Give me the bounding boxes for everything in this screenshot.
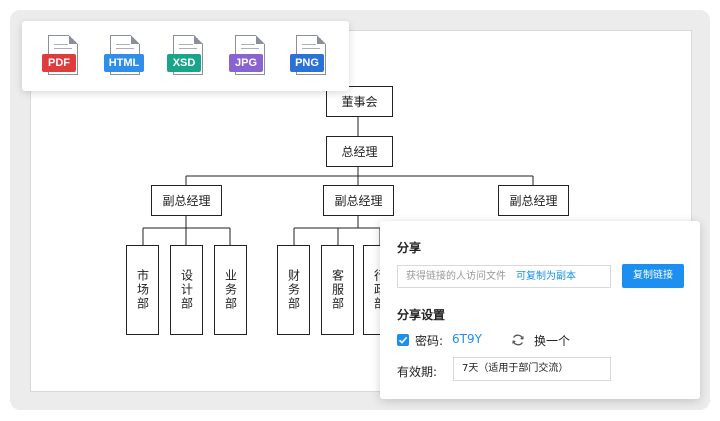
change-password-button[interactable]: 换一个 xyxy=(534,334,571,348)
share-link-placeholder: 获得链接的人访问文件 xyxy=(406,271,506,282)
org-node-dept-design: 设计部 xyxy=(170,245,203,335)
org-node-label: 副总经理 xyxy=(334,194,383,208)
export-format-panel: PDF HTML XSD JPG PNG xyxy=(22,21,349,91)
export-xsd-button[interactable]: XSD xyxy=(167,35,207,79)
copy-link-button[interactable]: 复制链接 xyxy=(622,264,684,288)
org-node-label: 设计部 xyxy=(179,269,194,311)
org-node-dept-business: 业务部 xyxy=(214,245,247,335)
validity-select[interactable]: 7天（适用于部门交流） xyxy=(453,357,611,381)
share-link-field[interactable]: 获得链接的人访问文件可复制为副本 xyxy=(397,265,611,288)
share-link-hint[interactable]: 可复制为副本 xyxy=(516,271,576,282)
org-node-dept-market: 市场部 xyxy=(126,245,159,335)
password-value: 6T9Y xyxy=(452,332,482,346)
share-panel: 分享 获得链接的人访问文件可复制为副本 复制链接 分享设置 密码: 6T9Y 换… xyxy=(380,221,700,399)
org-node-label: 客服部 xyxy=(330,269,345,311)
org-node-general-manager: 总经理 xyxy=(326,136,393,167)
share-title: 分享 xyxy=(397,241,422,255)
share-settings-title: 分享设置 xyxy=(397,308,446,322)
format-tag: HTML xyxy=(104,54,144,72)
export-html-button[interactable]: HTML xyxy=(104,35,144,79)
org-node-deputy-2: 副总经理 xyxy=(323,185,394,216)
format-tag: JPG xyxy=(229,54,263,72)
export-jpg-button[interactable]: JPG xyxy=(229,35,269,79)
export-pdf-button[interactable]: PDF xyxy=(42,35,82,79)
org-node-label: 董事会 xyxy=(341,95,378,109)
checkmark-icon xyxy=(398,336,408,344)
org-node-board: 董事会 xyxy=(326,86,393,117)
org-node-label: 财务部 xyxy=(286,269,301,311)
validity-label: 有效期: xyxy=(397,365,438,379)
org-node-deputy-3: 副总经理 xyxy=(498,185,569,216)
org-node-label: 业务部 xyxy=(223,269,238,311)
org-node-label: 副总经理 xyxy=(509,194,558,208)
refresh-icon[interactable] xyxy=(511,333,525,347)
format-tag: PDF xyxy=(42,54,76,72)
org-node-dept-service: 客服部 xyxy=(321,245,354,335)
org-node-label: 副总经理 xyxy=(162,194,211,208)
org-node-deputy-1: 副总经理 xyxy=(151,185,222,216)
format-tag: PNG xyxy=(290,54,324,72)
export-png-button[interactable]: PNG xyxy=(290,35,330,79)
password-checkbox[interactable] xyxy=(397,334,409,346)
format-tag: XSD xyxy=(167,54,201,72)
org-node-label: 总经理 xyxy=(341,145,378,159)
org-node-label: 市场部 xyxy=(135,269,150,311)
org-node-dept-finance: 财务部 xyxy=(277,245,310,335)
password-label: 密码: xyxy=(415,334,444,348)
